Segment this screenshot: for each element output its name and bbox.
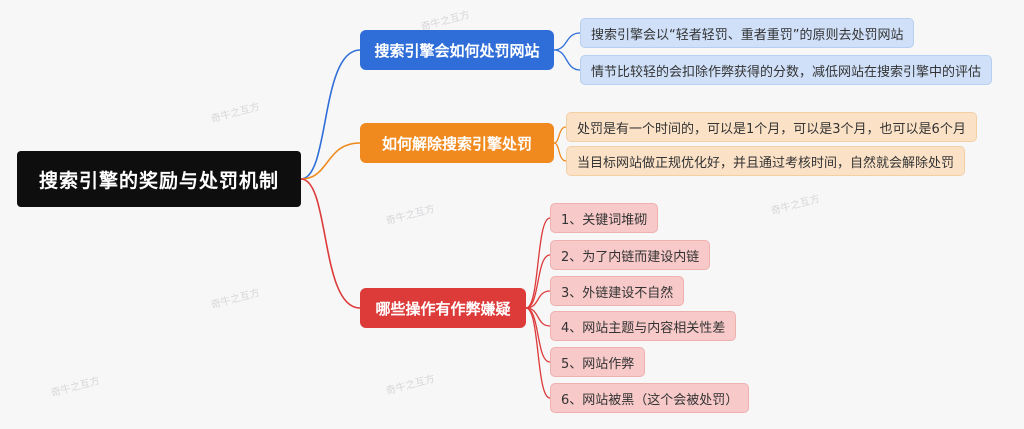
branch-topic-cheating-operations[interactable]: 哪些操作有作弊嫌疑 <box>360 288 526 328</box>
leaf-topic[interactable]: 2、为了内链而建设内链 <box>550 240 711 270</box>
leaf-topic[interactable]: 当目标网站做正规优化好，并且通过考核时间，自然就会解除处罚 <box>566 146 966 176</box>
connector-b2-l2 <box>553 142 567 162</box>
connector-root-b1 <box>300 49 361 180</box>
leaf-topic[interactable]: 6、网站被黑（这个会被处罚） <box>550 383 750 413</box>
connector-root-b2 <box>300 142 361 180</box>
connector-b2-l1 <box>553 126 567 144</box>
leaf-topic[interactable]: 5、网站作弊 <box>550 347 646 377</box>
connector-root-b3 <box>300 178 361 309</box>
connector-b3-l1 <box>525 217 551 309</box>
leaf-topic[interactable]: 4、网站主题与内容相关性差 <box>550 311 737 341</box>
leaf-topic[interactable]: 处罚是有一个时间的，可以是1个月，可以是3个月，也可以是6个月 <box>566 112 977 142</box>
connector-b3-l6 <box>525 307 551 399</box>
branch-topic-lift-penalty[interactable]: 如何解除搜索引擎处罚 <box>360 123 554 163</box>
root-topic[interactable]: 搜索引擎的奖励与处罚机制 <box>17 151 301 207</box>
connector-b1-l1 <box>553 32 581 51</box>
connector-b3-l2 <box>525 254 551 309</box>
leaf-topic[interactable]: 搜索引擎会以“轻者轻罚、重者重罚”的原则去处罚网站 <box>580 18 915 48</box>
branch-topic-penalty-method[interactable]: 搜索引擎会如何处罚网站 <box>360 30 554 70</box>
leaf-topic[interactable]: 情节比较轻的会扣除作弊获得的分数，减低网站在搜索引擎中的评估 <box>580 55 993 85</box>
connector-b3-l5 <box>525 307 551 363</box>
leaf-topic[interactable]: 3、外链建设不自然 <box>550 276 685 306</box>
connector-b1-l2 <box>553 49 581 71</box>
connector-b3-l3 <box>525 290 551 309</box>
leaf-topic[interactable]: 1、关键词堆砌 <box>550 203 659 233</box>
